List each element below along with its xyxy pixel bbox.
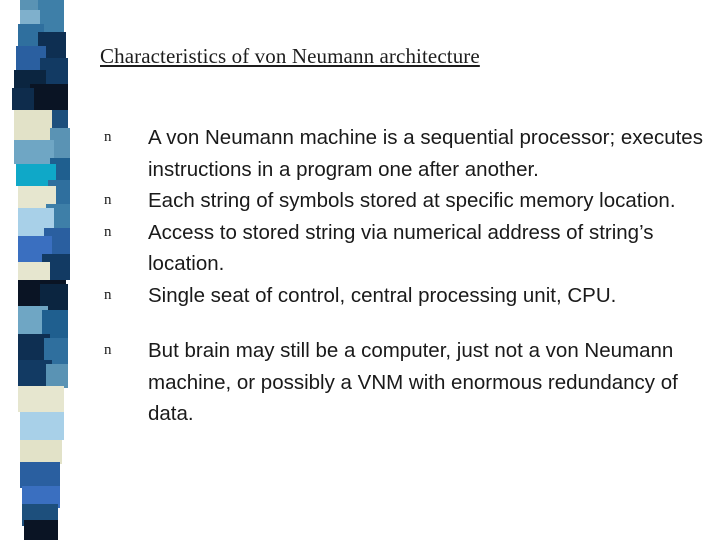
color-band xyxy=(20,10,40,24)
list-item: n Single seat of control, central process… xyxy=(100,280,708,312)
color-band xyxy=(20,412,64,440)
color-band xyxy=(14,140,54,164)
list-item: n Access to stored string via numerical a… xyxy=(100,217,708,280)
color-band xyxy=(24,520,58,540)
color-band xyxy=(14,70,46,88)
group-spacer xyxy=(100,311,708,335)
list-item: n Each string of symbols stored at specif… xyxy=(100,185,708,217)
color-band xyxy=(18,386,64,412)
color-band xyxy=(12,88,34,110)
bullet-marker-icon: n xyxy=(104,129,112,145)
bullet-marker-icon: n xyxy=(104,192,112,208)
page-title: Characteristics of von Neumann architect… xyxy=(100,44,480,68)
color-band xyxy=(22,486,60,508)
color-band xyxy=(42,310,68,338)
bullet-list: n A von Neumann machine is a sequential p… xyxy=(100,122,708,430)
list-item-text: Access to stored string via numerical ad… xyxy=(148,220,654,276)
list-item: n A von Neumann machine is a sequential p… xyxy=(100,122,708,185)
list-item-text: Each string of symbols stored at specifi… xyxy=(148,189,676,212)
color-band xyxy=(14,110,56,140)
color-band xyxy=(18,24,44,46)
bullet-marker-icon: n xyxy=(104,223,112,240)
color-band xyxy=(20,440,62,464)
color-band xyxy=(18,186,56,208)
bullet-marker-icon: n xyxy=(104,286,112,303)
list-item-text: A von Neumann machine is a sequential pr… xyxy=(148,126,703,181)
color-band xyxy=(40,284,68,310)
list-item: n But brain may still be a computer, just… xyxy=(100,335,708,430)
bullet-marker-icon: n xyxy=(104,342,112,358)
color-band xyxy=(18,262,50,284)
color-band xyxy=(46,364,68,388)
list-item-text: Single seat of control, central processi… xyxy=(148,283,617,307)
color-band xyxy=(44,338,68,364)
color-band xyxy=(16,164,56,186)
color-band xyxy=(30,84,68,110)
list-item-text: But brain may still be a computer, just … xyxy=(148,339,678,425)
left-color-bar xyxy=(0,0,72,540)
color-band xyxy=(50,128,70,158)
color-band xyxy=(20,462,60,488)
color-band xyxy=(52,110,68,128)
